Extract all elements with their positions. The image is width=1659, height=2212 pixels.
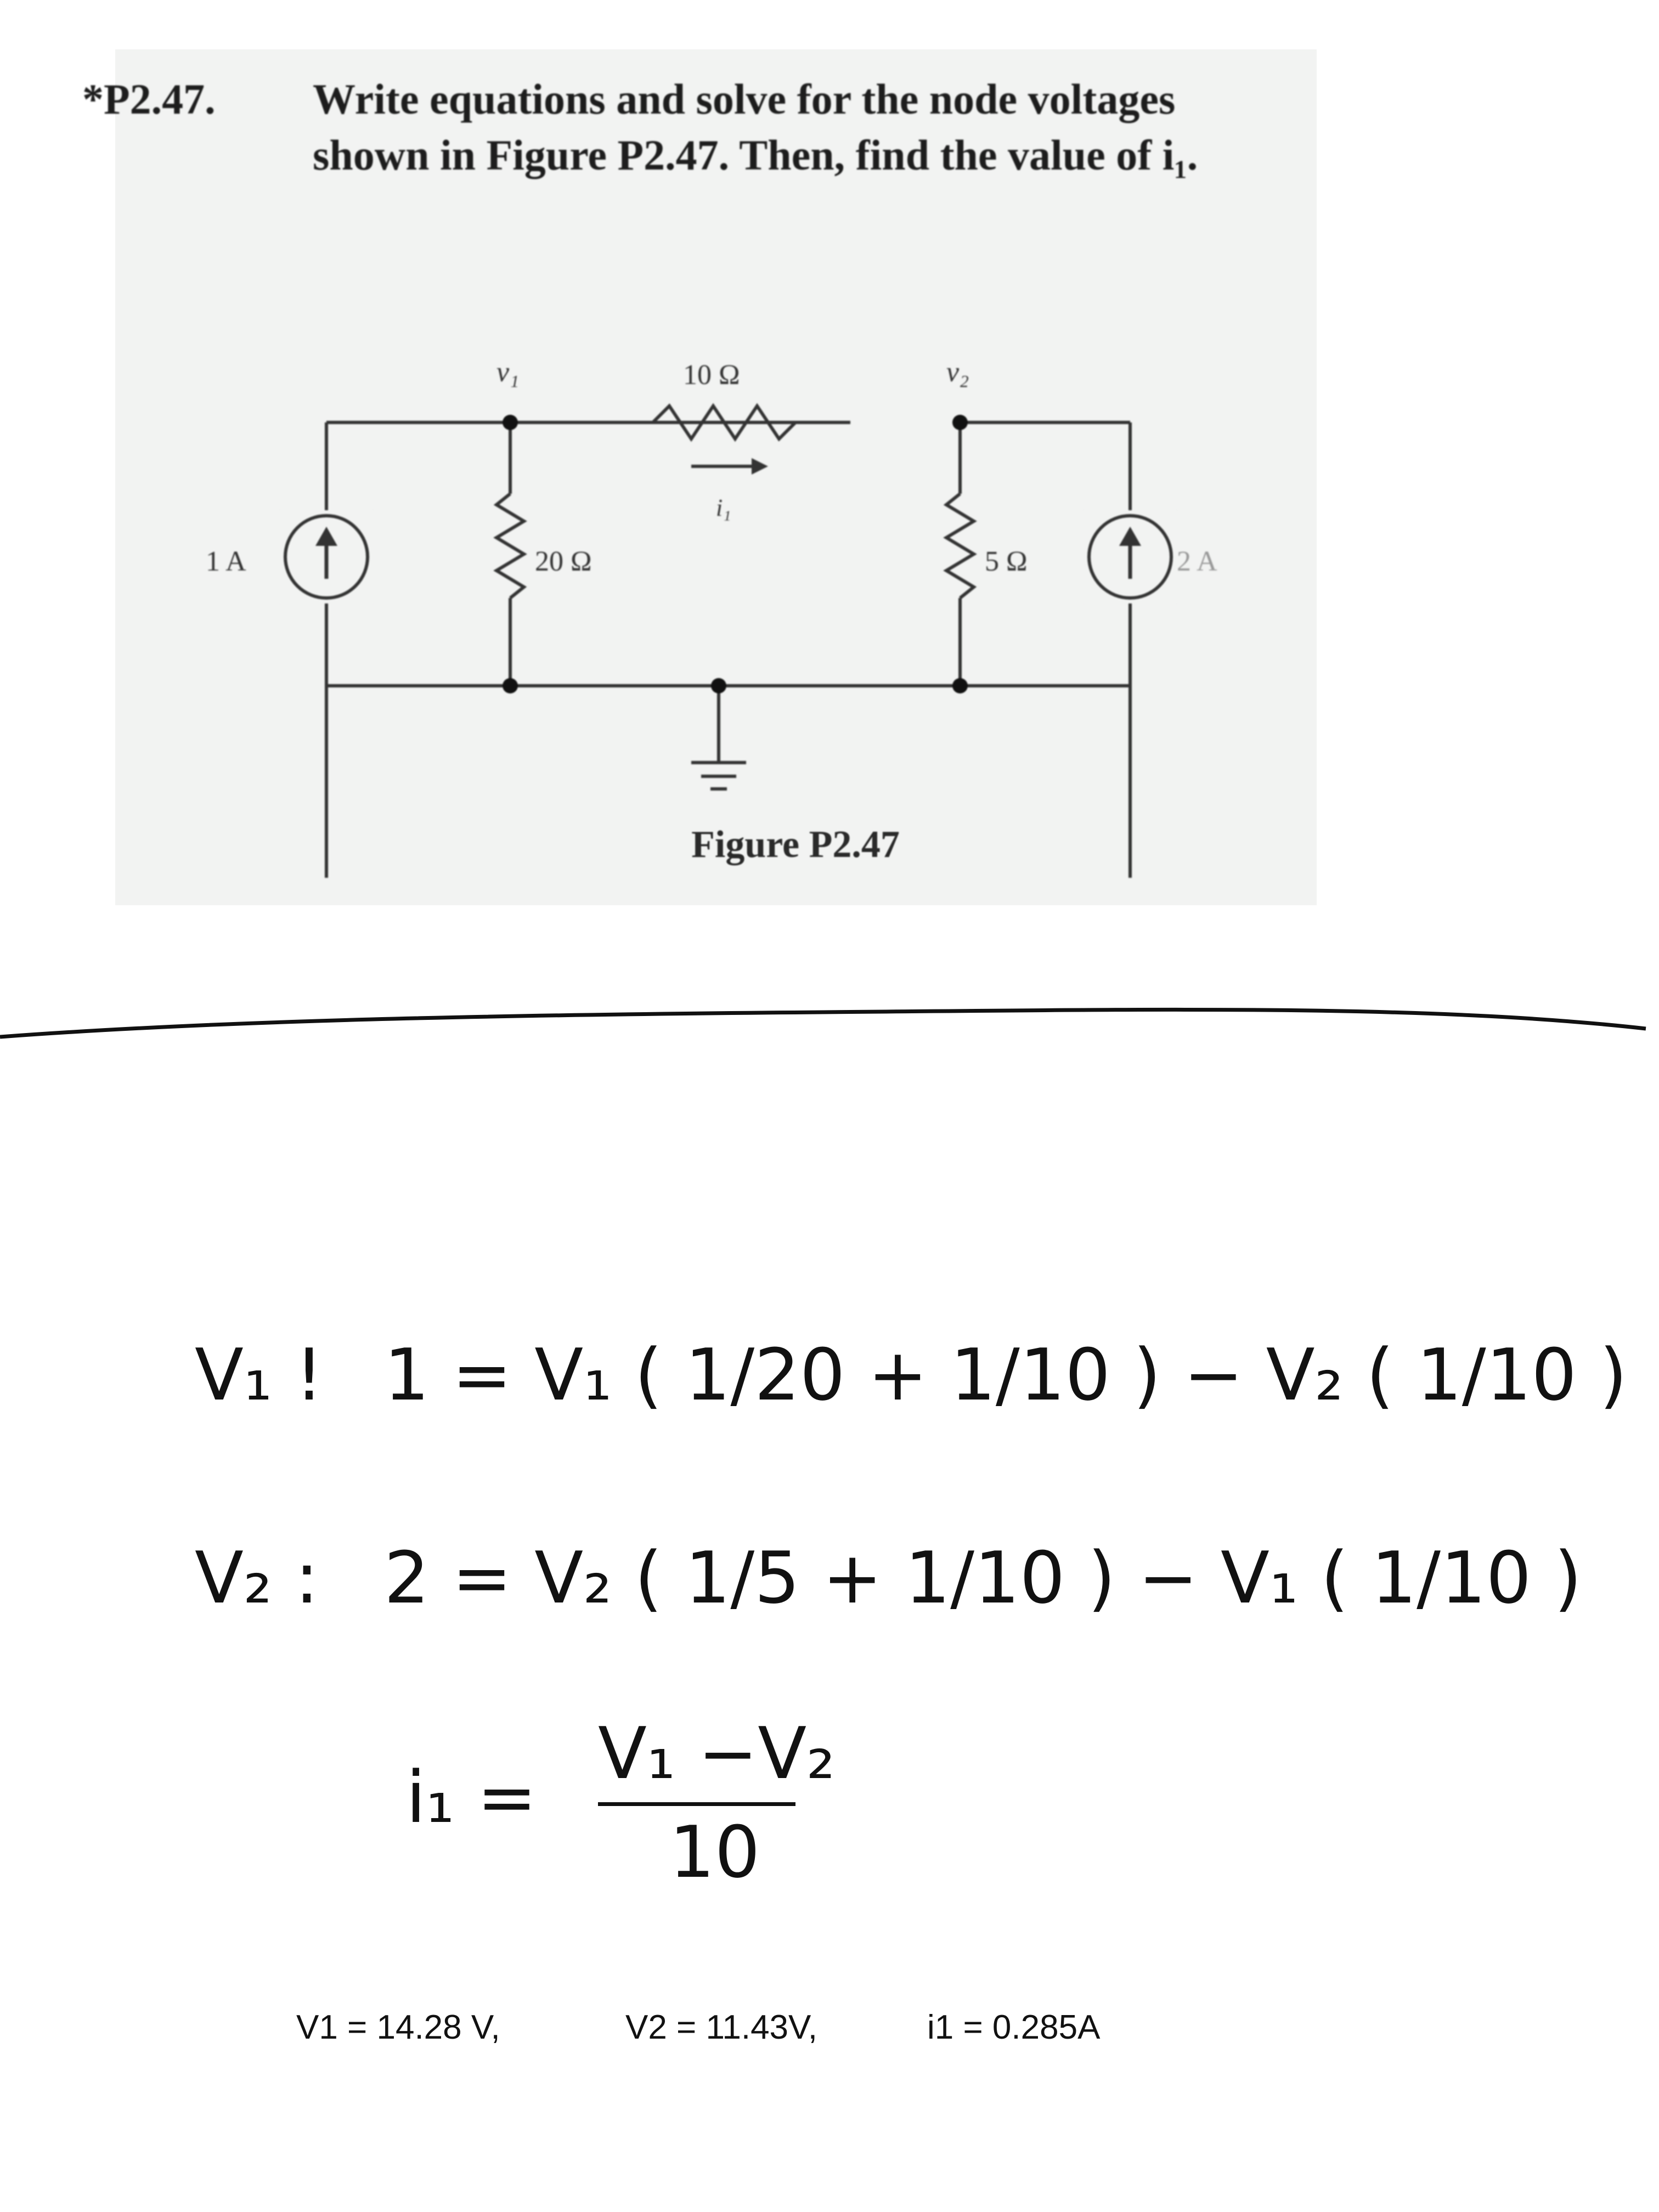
label-i1: i₁ <box>716 494 731 521</box>
i1-denominator: 10 <box>669 1810 760 1894</box>
circuit-figure: v₁ v₂ 10 Ω i₁ 20 Ω 5 Ω 1 A 2 A <box>206 357 1217 878</box>
node-dot <box>503 678 518 693</box>
figure-caption: Figure P2.47 <box>691 823 900 866</box>
answer-v2: V2 = 11.43V, <box>625 2008 817 2046</box>
label-r-right: 5 Ω <box>985 546 1028 577</box>
label-source-left: 1 A <box>206 546 246 577</box>
handwritten-solution: V₁ ! 1 = V₁ ( 1/20 + 1/10 ) − V₂ ( 1/10 … <box>0 1207 1659 1975</box>
problem-text: Write equations and solve for the node v… <box>313 75 1198 179</box>
node-dot <box>952 678 968 693</box>
answer-i1: i1 = 0.285A <box>927 2008 1101 2046</box>
up-arrow-icon <box>315 527 337 546</box>
node-dot <box>952 415 968 430</box>
resistor-20-ohm <box>493 492 527 600</box>
label-r-left: 20 Ω <box>535 546 592 577</box>
eq1: 1 = V₁ ( 1/20 + 1/10 ) − V₂ ( 1/10 ) <box>384 1333 1628 1417</box>
hand-drawn-divider-line <box>0 1007 1646 1039</box>
eq2: 2 = V₂ ( 1/5 + 1/10 ) − V₁ ( 1/10 ) <box>384 1536 1582 1620</box>
i1-lhs: i₁ = <box>406 1756 537 1839</box>
answer-v1: V1 = 14.28 V, <box>296 2008 500 2046</box>
resistor-10-ohm <box>651 403 797 442</box>
problem-number: *P2.47. <box>82 75 216 123</box>
eq2-label: V₂ : <box>195 1536 319 1620</box>
up-arrow-icon <box>1119 527 1141 546</box>
eq1-label: V₁ ! <box>195 1333 324 1417</box>
node-dot <box>503 415 518 430</box>
label-v2: v₂ <box>946 357 969 388</box>
fraction-bar <box>598 1802 795 1806</box>
label-v1: v₁ <box>496 357 519 388</box>
label-r-top: 10 Ω <box>683 359 740 391</box>
label-source-right: 2 A <box>1177 546 1217 577</box>
i1-numerator: V₁ −V₂ <box>598 1712 836 1795</box>
current-arrow-head-icon <box>752 458 768 475</box>
resistor-5-ohm <box>943 492 977 600</box>
node-dot <box>711 678 726 693</box>
